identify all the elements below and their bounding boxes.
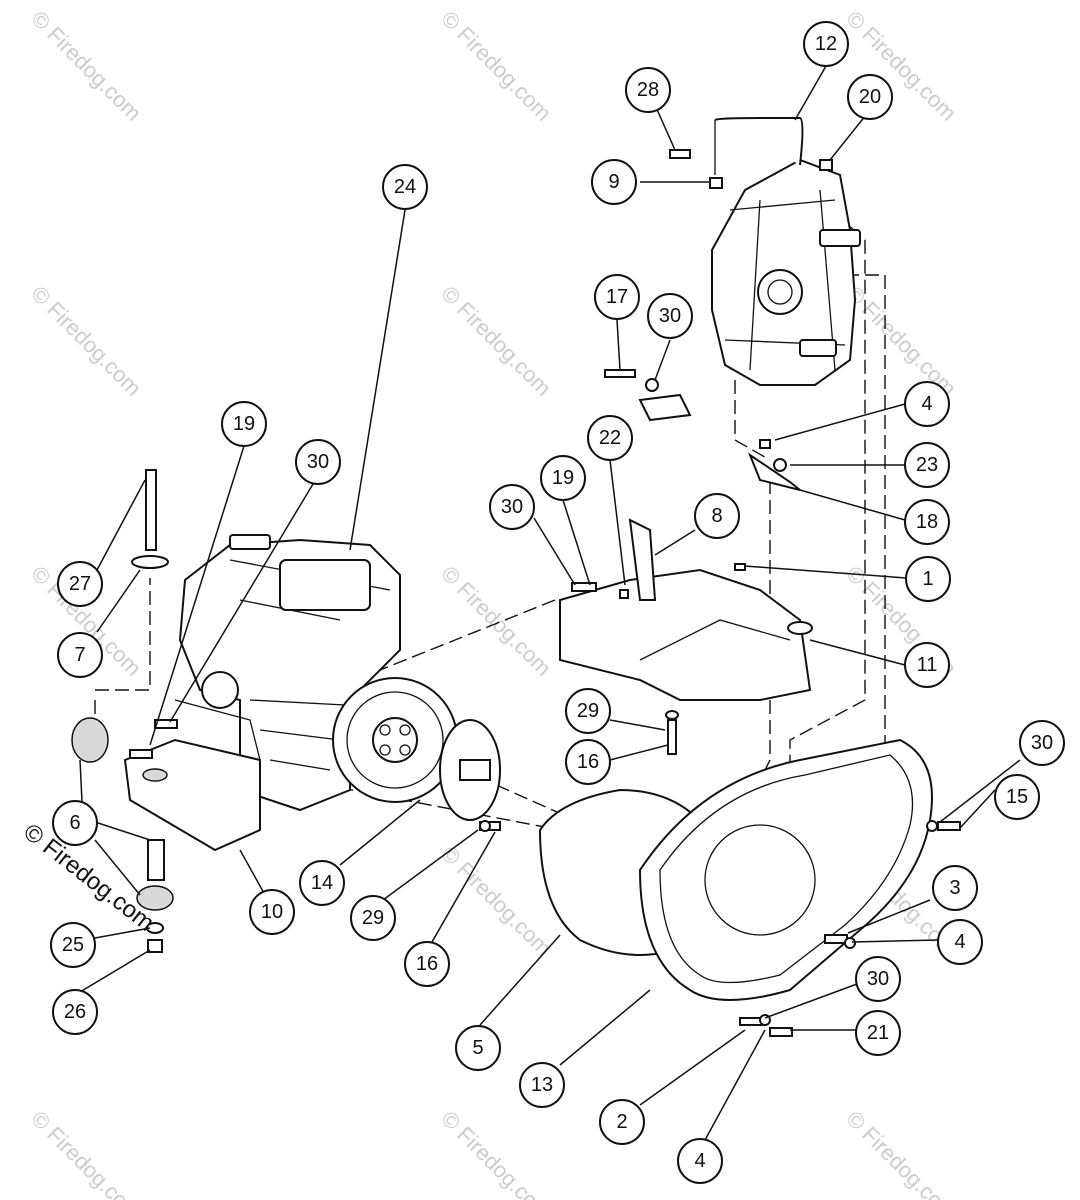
mount-isolators (71, 469, 174, 953)
callout-3[interactable]: 3 (932, 865, 978, 911)
callout-29[interactable]: 29 (350, 895, 396, 941)
watermark-text: © Firedog.com (436, 281, 556, 401)
callout-5[interactable]: 5 (455, 1025, 501, 1071)
callout-label: 30 (659, 305, 681, 327)
callout-label: 24 (394, 176, 416, 198)
callout-16[interactable]: 16 (404, 941, 450, 987)
leader-lines (74, 65, 1021, 1141)
engine-mount-bracket (123, 699, 261, 852)
callout-label: 30 (867, 968, 889, 990)
callout-11[interactable]: 11 (904, 642, 950, 688)
callout-23[interactable]: 23 (904, 442, 950, 488)
watermark-text: © Firedog.com (26, 6, 146, 126)
belt-housing-cover (638, 738, 933, 1001)
watermark-text: © Firedog.com (26, 281, 146, 401)
callout-13[interactable]: 13 (519, 1062, 565, 1108)
callout-label: 1 (922, 568, 933, 590)
watermark-text: © Firedog.com (436, 6, 556, 126)
callout-label: 18 (916, 511, 938, 533)
callout-7[interactable]: 7 (57, 632, 103, 678)
callout-label: 3 (949, 877, 960, 899)
callout-4[interactable]: 4 (677, 1138, 723, 1184)
callout-28[interactable]: 28 (625, 67, 671, 113)
callout-label: 7 (74, 644, 85, 666)
callout-label: 14 (311, 872, 333, 894)
watermark-text: © Firedog.com (436, 561, 556, 681)
callout-19[interactable]: 19 (540, 455, 586, 501)
callout-label: 5 (472, 1037, 483, 1059)
callout-label: 12 (815, 33, 837, 55)
callout-20[interactable]: 20 (847, 74, 893, 120)
callout-10[interactable]: 10 (249, 889, 295, 935)
callout-30[interactable]: 30 (489, 484, 535, 530)
callout-label: 30 (307, 451, 329, 473)
callout-25[interactable]: 25 (50, 922, 96, 968)
callout-label: 30 (501, 496, 523, 518)
engine-support-plate (559, 518, 813, 701)
callout-label: 27 (69, 573, 91, 595)
callout-30[interactable]: 30 (855, 956, 901, 1002)
callout-21[interactable]: 21 (855, 1010, 901, 1056)
callout-label: 4 (694, 1150, 705, 1172)
watermark-text: © Firedog.com (26, 1106, 146, 1200)
callout-30[interactable]: 30 (1019, 720, 1065, 766)
callout-label: 21 (867, 1022, 889, 1044)
callout-8[interactable]: 8 (694, 493, 740, 539)
callout-15[interactable]: 15 (994, 774, 1040, 820)
callout-label: 4 (921, 393, 932, 415)
callout-label: 11 (917, 654, 938, 676)
callout-label: 17 (606, 286, 628, 308)
callout-4[interactable]: 4 (904, 381, 950, 427)
callout-label: 29 (362, 907, 384, 929)
transmission-gearbox (711, 117, 861, 386)
callout-1[interactable]: 1 (905, 556, 951, 602)
callout-14[interactable]: 14 (299, 860, 345, 906)
callout-30[interactable]: 30 (647, 293, 693, 339)
callout-16[interactable]: 16 (565, 739, 611, 785)
callout-22[interactable]: 22 (587, 415, 633, 461)
callout-label: 8 (711, 505, 722, 527)
drive-plate (439, 719, 501, 821)
callout-label: 29 (577, 700, 599, 722)
callout-label: 28 (637, 79, 659, 101)
small-hardware (129, 149, 961, 1037)
watermark-text: © Firedog.com (436, 1106, 556, 1200)
callout-27[interactable]: 27 (57, 561, 103, 607)
callout-label: 15 (1006, 786, 1028, 808)
callout-label: 2 (616, 1111, 627, 1133)
callout-label: 16 (577, 751, 599, 773)
callout-label: 22 (599, 427, 621, 449)
callout-label: 16 (416, 953, 438, 975)
callout-label: 19 (233, 413, 255, 435)
engine-assembly (178, 534, 458, 812)
callout-26[interactable]: 26 (52, 989, 98, 1035)
callout-4[interactable]: 4 (937, 919, 983, 965)
callout-2[interactable]: 2 (599, 1099, 645, 1145)
callout-29[interactable]: 29 (565, 688, 611, 734)
watermark-text: © Firedog.com (841, 1106, 961, 1200)
watermark-text: © Firedog.com (436, 841, 556, 961)
callout-30[interactable]: 30 (295, 439, 341, 485)
callout-18[interactable]: 18 (904, 499, 950, 545)
callout-label: 23 (916, 454, 938, 476)
callout-6[interactable]: 6 (52, 800, 98, 846)
callout-24[interactable]: 24 (382, 164, 428, 210)
callout-label: 10 (261, 901, 283, 923)
callout-label: 13 (531, 1074, 553, 1096)
callout-17[interactable]: 17 (594, 274, 640, 320)
callout-label: 6 (69, 812, 80, 834)
callout-19[interactable]: 19 (221, 401, 267, 447)
callout-label: 9 (608, 171, 619, 193)
callout-label: 4 (954, 931, 965, 953)
callout-12[interactable]: 12 (803, 21, 849, 67)
callout-label: 19 (552, 467, 574, 489)
callout-label: 25 (62, 934, 84, 956)
callout-9[interactable]: 9 (591, 159, 637, 205)
callout-label: 20 (859, 86, 881, 108)
callout-label: 30 (1031, 732, 1053, 754)
callout-label: 26 (64, 1001, 86, 1023)
watermark-text: © Firedog.com (841, 281, 961, 401)
